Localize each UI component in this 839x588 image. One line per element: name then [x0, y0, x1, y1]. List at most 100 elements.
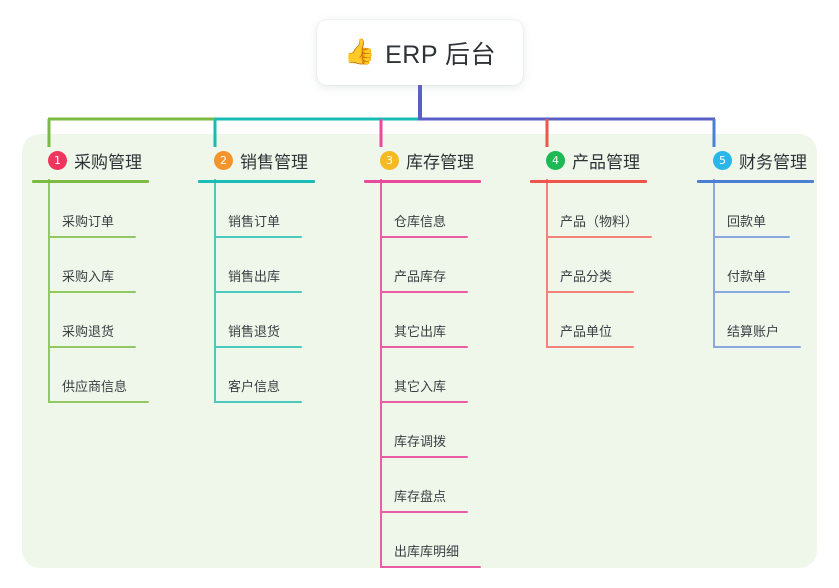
- list-item[interactable]: 采购退货: [32, 293, 149, 348]
- list-item[interactable]: 仓库信息: [364, 183, 481, 238]
- item-connector: [713, 293, 715, 348]
- item-label: 出库库明细: [394, 544, 460, 559]
- item-label: 产品分类: [560, 269, 613, 284]
- item-label: 库存盘点: [394, 489, 447, 504]
- column-title-2: 销售管理: [240, 152, 308, 172]
- item-connector: [380, 458, 382, 513]
- item-connector: [48, 348, 50, 403]
- item-label: 仓库信息: [394, 214, 447, 229]
- item-connector: [48, 293, 50, 348]
- item-underline: [713, 346, 801, 348]
- list-item[interactable]: 结算账户: [697, 293, 814, 348]
- item-underline: [214, 401, 302, 403]
- item-label: 客户信息: [228, 379, 281, 394]
- list-item[interactable]: 产品库存: [364, 238, 481, 293]
- list-item[interactable]: 销售出库: [198, 238, 315, 293]
- item-label: 其它出库: [394, 324, 447, 339]
- item-label: 库存调拨: [394, 434, 447, 449]
- item-label: 供应商信息: [62, 379, 128, 394]
- item-underline: [380, 566, 481, 568]
- item-underline: [713, 236, 790, 238]
- list-item[interactable]: 产品单位: [530, 293, 647, 348]
- item-connector: [214, 293, 216, 348]
- column-underline-1: [32, 180, 149, 183]
- column-2: 2 销售管理销售订单销售出库销售退货客户信息: [198, 147, 315, 403]
- column-title-4: 产品管理: [572, 152, 640, 172]
- list-item[interactable]: 库存盘点: [364, 458, 481, 513]
- item-underline: [214, 346, 302, 348]
- item-connector: [214, 183, 216, 238]
- list-item[interactable]: 出库库明细: [364, 513, 481, 568]
- item-underline: [48, 236, 136, 238]
- column-badge-5: 5: [713, 150, 732, 170]
- list-item[interactable]: 销售退货: [198, 293, 315, 348]
- list-item[interactable]: 销售订单: [198, 183, 315, 238]
- item-connector: [380, 513, 382, 568]
- item-label: 采购订单: [62, 214, 115, 229]
- item-underline: [546, 291, 634, 293]
- column-underline-2: [198, 180, 315, 183]
- list-item[interactable]: 产品分类: [530, 238, 647, 293]
- column-4: 4 产品管理产品（物料） 产品分类产品单位: [530, 147, 652, 348]
- item-label: 销售订单: [228, 214, 281, 229]
- item-connector: [380, 238, 382, 293]
- column-items-3: 仓库信息产品库存其它出库其它入库库存调拨库存盘点出库库明细: [364, 183, 481, 568]
- item-connector: [380, 293, 382, 348]
- column-badge-1: 1: [48, 150, 67, 170]
- item-underline: [48, 291, 136, 293]
- item-connector: [380, 183, 382, 238]
- list-item[interactable]: 产品（物料）: [530, 183, 652, 238]
- item-connector: [713, 238, 715, 293]
- item-label: 采购退货: [62, 324, 115, 339]
- column-badge-4: 4: [546, 150, 565, 170]
- item-label: 其它入库: [394, 379, 447, 394]
- item-label: 产品库存: [394, 269, 447, 284]
- column-items-4: 产品（物料） 产品分类产品单位: [530, 183, 652, 348]
- list-item[interactable]: 供应商信息: [32, 348, 149, 403]
- item-connector: [713, 183, 715, 238]
- item-label: 销售出库: [228, 269, 281, 284]
- item-connector: [214, 238, 216, 293]
- column-items-1: 采购订单采购入库采购退货供应商信息: [32, 183, 149, 403]
- column-header-4[interactable]: 4 产品管理: [530, 147, 647, 173]
- list-item[interactable]: 客户信息: [198, 348, 315, 403]
- thumbs-up-icon: 👍: [343, 38, 376, 66]
- list-item[interactable]: 库存调拨: [364, 403, 481, 458]
- item-underline: [214, 236, 302, 238]
- item-connector: [380, 348, 382, 403]
- item-underline: [214, 291, 302, 293]
- list-item[interactable]: 回款单: [697, 183, 814, 238]
- item-connector: [214, 348, 216, 403]
- column-underline-5: [697, 180, 814, 183]
- list-item[interactable]: 付款单: [697, 238, 814, 293]
- item-underline: [546, 346, 634, 348]
- item-underline: [48, 401, 149, 403]
- column-badge-3: 3: [380, 150, 399, 170]
- list-item[interactable]: 其它出库: [364, 293, 481, 348]
- column-header-2[interactable]: 2 销售管理: [198, 147, 315, 173]
- item-label: 产品（物料）: [560, 214, 639, 229]
- item-underline: [48, 346, 136, 348]
- diagram-panel: [22, 134, 817, 568]
- root-node[interactable]: 👍 ERP 后台: [317, 20, 523, 85]
- item-label: 销售退货: [228, 324, 281, 339]
- list-item[interactable]: 其它入库: [364, 348, 481, 403]
- list-item[interactable]: 采购入库: [32, 238, 149, 293]
- item-connector: [546, 238, 548, 293]
- item-label: 回款单: [727, 214, 767, 229]
- item-underline: [380, 236, 468, 238]
- item-underline: [380, 291, 468, 293]
- item-connector: [48, 183, 50, 238]
- list-item[interactable]: 采购订单: [32, 183, 149, 238]
- item-underline: [380, 511, 468, 513]
- item-underline: [380, 346, 468, 348]
- item-underline: [380, 456, 468, 458]
- column-badge-2: 2: [214, 150, 233, 170]
- column-underline-4: [530, 180, 647, 183]
- column-underline-3: [364, 180, 481, 183]
